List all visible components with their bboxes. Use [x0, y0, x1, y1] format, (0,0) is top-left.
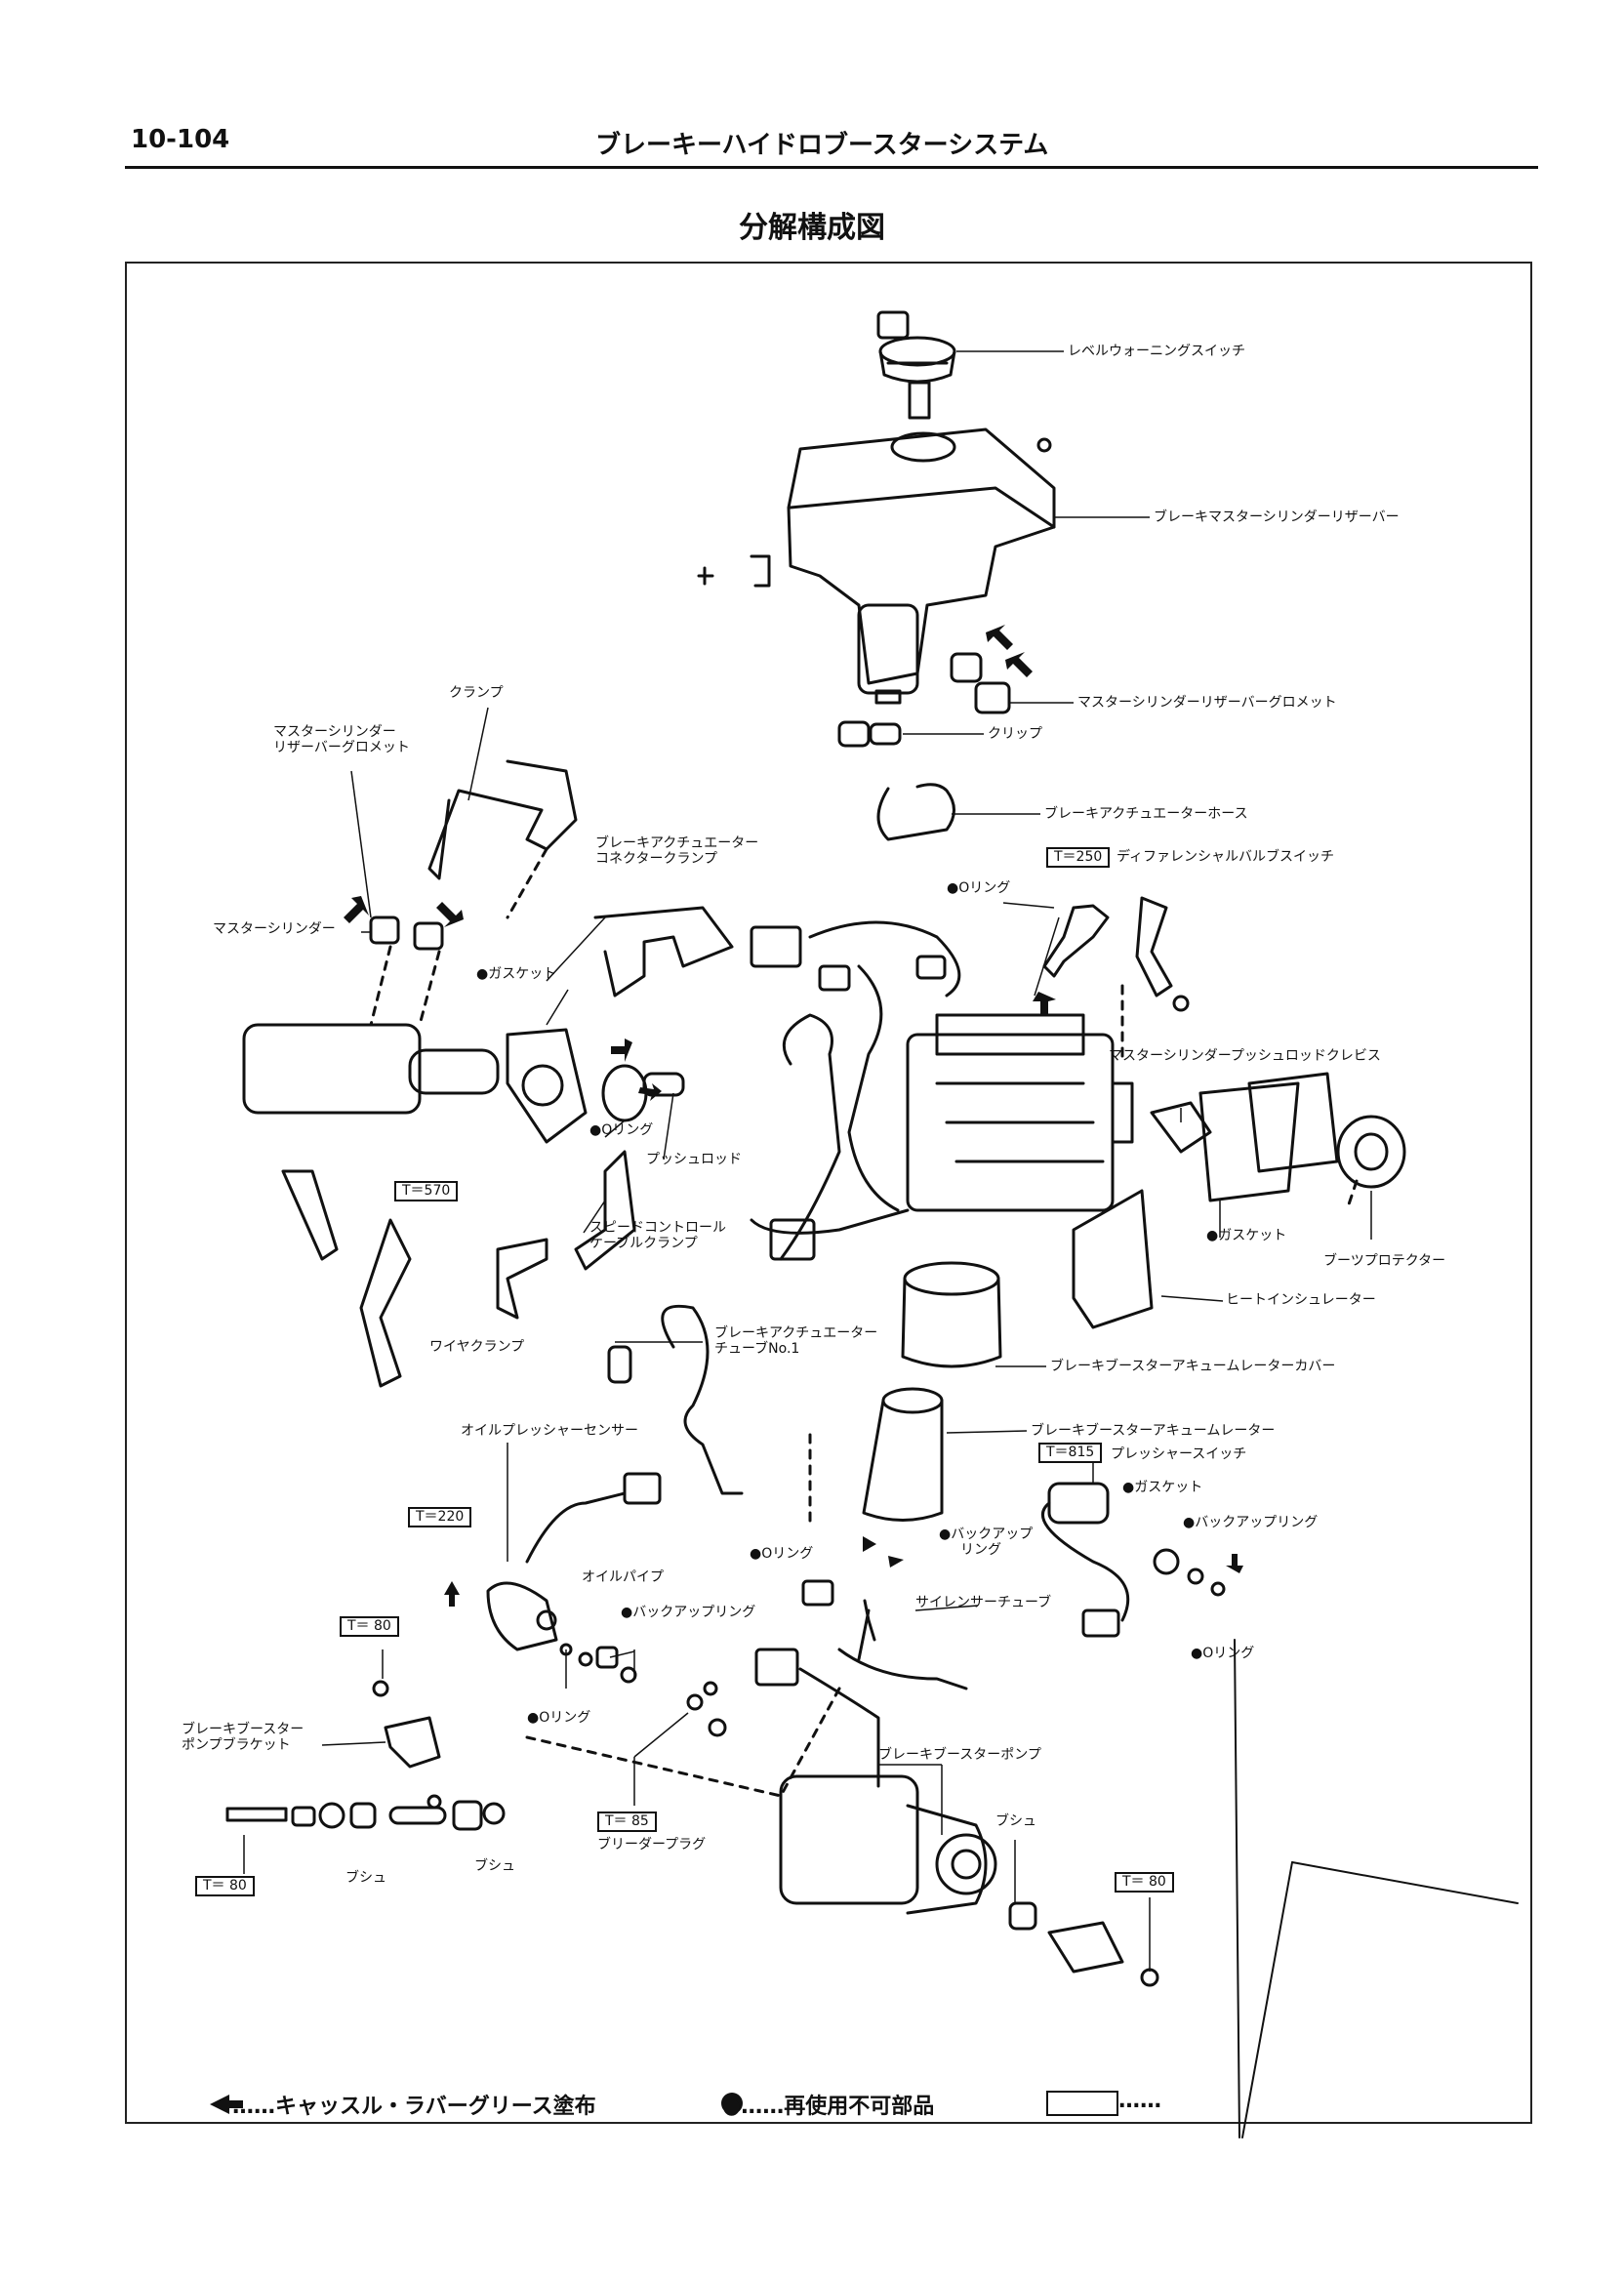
label-connector-clamp-2: コネクタークランプ: [595, 851, 718, 867]
legend-non-reusable: ●……再使用不可部品: [722, 2095, 935, 2119]
label-booster-pump: ブレーキブースターポンプ: [878, 1747, 1041, 1763]
legend-box-dots: ……: [1118, 2089, 1161, 2113]
legend-grease: ……キャッスル・ラバーグリース塗布: [232, 2095, 596, 2119]
label-backup-ring-2b: リング: [960, 1542, 1001, 1558]
running-title: ブレーキーハイドロブースターシステム: [595, 131, 1049, 160]
label-reservoir-grommet: マスターシリンダーリザーバーグロメット: [1077, 695, 1337, 711]
label-accumulator: ブレーキブースターアキュームレーター: [1031, 1423, 1276, 1439]
label-speed-clamp-1: スピードコントロール: [589, 1220, 726, 1236]
label-actuator-tube-2: チューブNo.1: [714, 1341, 800, 1357]
label-oil-pipe: オイルパイプ: [582, 1569, 664, 1585]
master-cylinder-part: [242, 916, 500, 1115]
grease-arrows: [210, 625, 1243, 2114]
label-bush-1: ブシュ: [345, 1870, 386, 1886]
accumulator-part: [862, 1387, 944, 1522]
label-bleeder-plug: ブリーダープラグ: [597, 1837, 707, 1852]
label-gasket-3: ●ガスケット: [1122, 1480, 1203, 1495]
label-oil-pressure-sensor: オイルプレッシャーセンサー: [461, 1423, 638, 1439]
label-reservoir: ブレーキマスターシリンダーリザーバー: [1154, 509, 1400, 525]
torque-diff-valve: T＝250: [1046, 847, 1111, 868]
accumulator-cover-part: [901, 1261, 1002, 1368]
label-o-ring-2: ●Oリング: [589, 1122, 654, 1138]
label-grommet-left-2: リザーバーグロメット: [273, 740, 410, 755]
diagram-frame: [125, 262, 1532, 2124]
booster-pump-part: [779, 1774, 997, 1915]
actuator-part: [906, 1013, 1134, 1212]
label-gasket-1: ●ガスケット: [476, 966, 557, 982]
legend-box: [1046, 2091, 1118, 2116]
label-master-cylinder: マスターシリンダー: [213, 921, 336, 937]
label-clip: クリップ: [988, 726, 1042, 742]
torque-bleeder: T＝ 85: [597, 1812, 657, 1832]
label-o-ring-4: ●Oリング: [527, 1710, 591, 1726]
leader-lines: [243, 350, 1372, 1972]
label-o-ring-5: ●Oリング: [1191, 1646, 1255, 1661]
label-backup-ring-1: ●バックアップリング: [1183, 1515, 1319, 1530]
label-diff-valve-switch: ディファレンシャルバルブスイッチ: [1116, 849, 1335, 865]
page-number: 10-104: [131, 125, 230, 154]
label-backup-ring-2a: ●バックアップ: [939, 1527, 1034, 1542]
label-push-rod-clevis: マスターシリンダープッシュロッドクレビス: [1109, 1048, 1381, 1064]
label-silencer-tube: サイレンサーチューブ: [915, 1595, 1052, 1610]
label-o-ring-3: ●Oリング: [750, 1546, 814, 1562]
label-heat-insulator: ヒートインシュレーター: [1226, 1292, 1376, 1308]
reservoir-part: [787, 428, 1056, 705]
label-boots-protector: ブーツプロテクター: [1323, 1253, 1446, 1269]
torque-bracket: T＝ 80: [340, 1616, 399, 1637]
torque-pressure-switch: T＝815: [1038, 1443, 1103, 1463]
torque-bolt: T＝ 80: [195, 1876, 255, 1896]
torque-oil-sensor: T＝220: [408, 1507, 472, 1527]
label-connector-clamp-1: ブレーキアクチュエーター: [595, 835, 759, 851]
label-pump-bracket-2: ポンプブラケット: [182, 1737, 291, 1753]
label-bush-2: ブシュ: [474, 1858, 515, 1874]
label-actuator-tube-1: ブレーキアクチュエーター: [714, 1325, 878, 1341]
label-actuator-hose: ブレーキアクチュエーターホース: [1044, 806, 1248, 822]
label-backup-ring-3: ●バックアップリング: [621, 1605, 756, 1620]
label-gasket-2: ●ガスケット: [1206, 1228, 1287, 1243]
label-speed-clamp-2: ケーブルクランプ: [589, 1236, 698, 1251]
label-pressure-switch: プレッシャースイッチ: [1111, 1446, 1247, 1462]
page-title: 分解構成図: [739, 211, 885, 245]
header-rule: [125, 166, 1538, 169]
torque-pump-cover: T＝ 80: [1115, 1872, 1174, 1893]
label-grommet-left-1: マスターシリンダー: [273, 724, 396, 740]
label-bush-3: ブシュ: [995, 1813, 1036, 1829]
label-wire-clamp: ワイヤクランプ: [429, 1339, 525, 1355]
label-pump-bracket-1: ブレーキブースター: [182, 1722, 304, 1737]
label-accumulator-cover: ブレーキブースターアキュームレーターカバー: [1050, 1359, 1336, 1374]
label-clamp: クランプ: [449, 685, 504, 701]
label-o-ring-1: ●Oリング: [947, 880, 1011, 896]
torque-master-cyl: T＝570: [394, 1181, 459, 1201]
label-level-warning-switch: レベルウォーニングスイッチ: [1068, 344, 1245, 359]
level-warning-switch-part: [876, 310, 956, 420]
label-push-rod: プッシュロッド: [646, 1152, 742, 1167]
